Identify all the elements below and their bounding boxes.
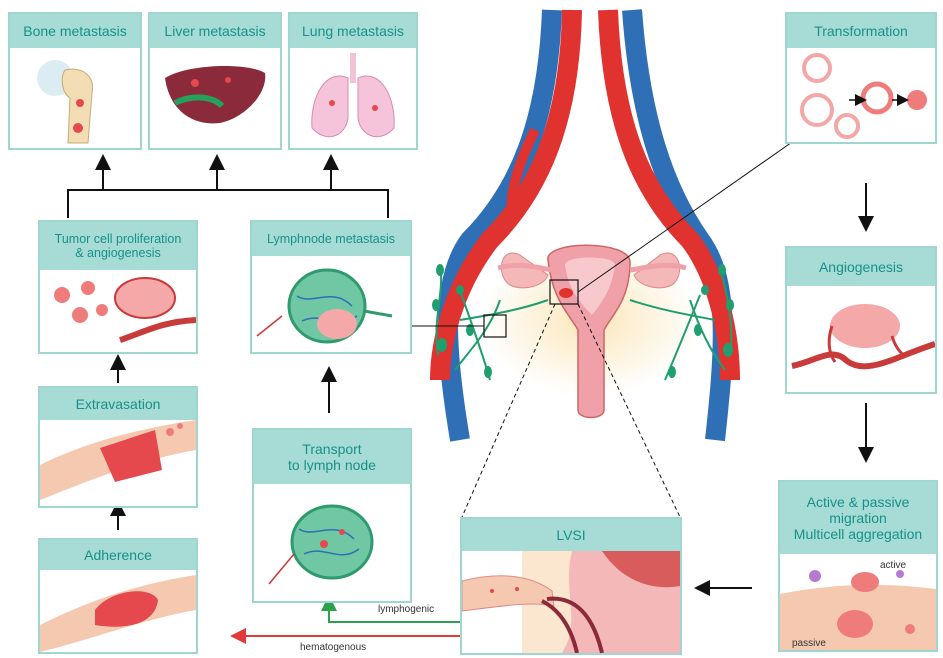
- migration-panel: Active & passive migration Multicell agg…: [778, 480, 938, 652]
- bone-metastasis-title: Bone metastasis: [10, 14, 140, 48]
- liver-metastasis-panel: Liver metastasis: [148, 12, 282, 150]
- tumor-proliferation-illustration: [40, 270, 196, 352]
- extravasation-panel: Extravasation: [38, 386, 198, 508]
- transformation-panel: Transformation: [785, 12, 937, 144]
- migration-title: Active & passive migration Multicell agg…: [780, 482, 936, 554]
- liver-illustration: [150, 48, 280, 148]
- tumor-proliferation-title-line2: & angiogenesis: [75, 246, 160, 260]
- transformation-illustration: [787, 48, 935, 142]
- lymphnode-metastasis-illustration: [252, 256, 410, 352]
- angiogenesis-panel: Angiogenesis: [785, 246, 937, 394]
- hematogenous-label: hematogenous: [300, 642, 366, 653]
- extravasation-title: Extravasation: [40, 388, 196, 420]
- adherence-title: Adherence: [40, 540, 196, 570]
- tumor-proliferation-panel: Tumor cell proliferation & angiogenesis: [38, 220, 198, 354]
- migration-title-line2: migration: [829, 510, 887, 526]
- extravasation-illustration: [40, 420, 196, 506]
- bone-illustration: [10, 48, 140, 148]
- bone-metastasis-panel: Bone metastasis: [8, 12, 142, 150]
- liver-metastasis-title: Liver metastasis: [150, 14, 280, 48]
- transport-panel: Transport to lymph node: [252, 428, 412, 603]
- lymphogenic-label: lymphogenic: [378, 604, 434, 615]
- lvsi-illustration: [462, 551, 680, 653]
- lung-metastasis-panel: Lung metastasis: [288, 12, 418, 150]
- lvsi-panel: LVSI: [460, 517, 682, 655]
- passive-label: passive: [792, 638, 826, 649]
- transport-title: Transport to lymph node: [254, 430, 410, 484]
- lymphnode-metastasis-panel: Lymphnode metastasis: [250, 220, 412, 354]
- lung-metastasis-title: Lung metastasis: [290, 14, 416, 48]
- lung-illustration: [290, 48, 416, 148]
- lymphnode-metastasis-title: Lymphnode metastasis: [252, 222, 410, 256]
- angiogenesis-illustration: [787, 286, 935, 392]
- lvsi-title: LVSI: [462, 519, 680, 551]
- migration-title-line3: Multicell aggregation: [794, 526, 922, 542]
- tumor-proliferation-title-line1: Tumor cell proliferation: [55, 232, 182, 246]
- adherence-panel: Adherence: [38, 538, 198, 654]
- angiogenesis-title: Angiogenesis: [787, 248, 935, 286]
- transport-title-line2: to lymph node: [288, 457, 376, 473]
- adherence-illustration: [40, 570, 196, 652]
- tumor-proliferation-title: Tumor cell proliferation & angiogenesis: [40, 222, 196, 270]
- active-label: active: [880, 560, 906, 571]
- transport-title-line1: Transport: [302, 441, 361, 457]
- transformation-title: Transformation: [787, 14, 935, 48]
- migration-title-line1: Active & passive: [807, 494, 910, 510]
- transport-illustration: [254, 484, 410, 600]
- migration-illustration: [780, 554, 936, 650]
